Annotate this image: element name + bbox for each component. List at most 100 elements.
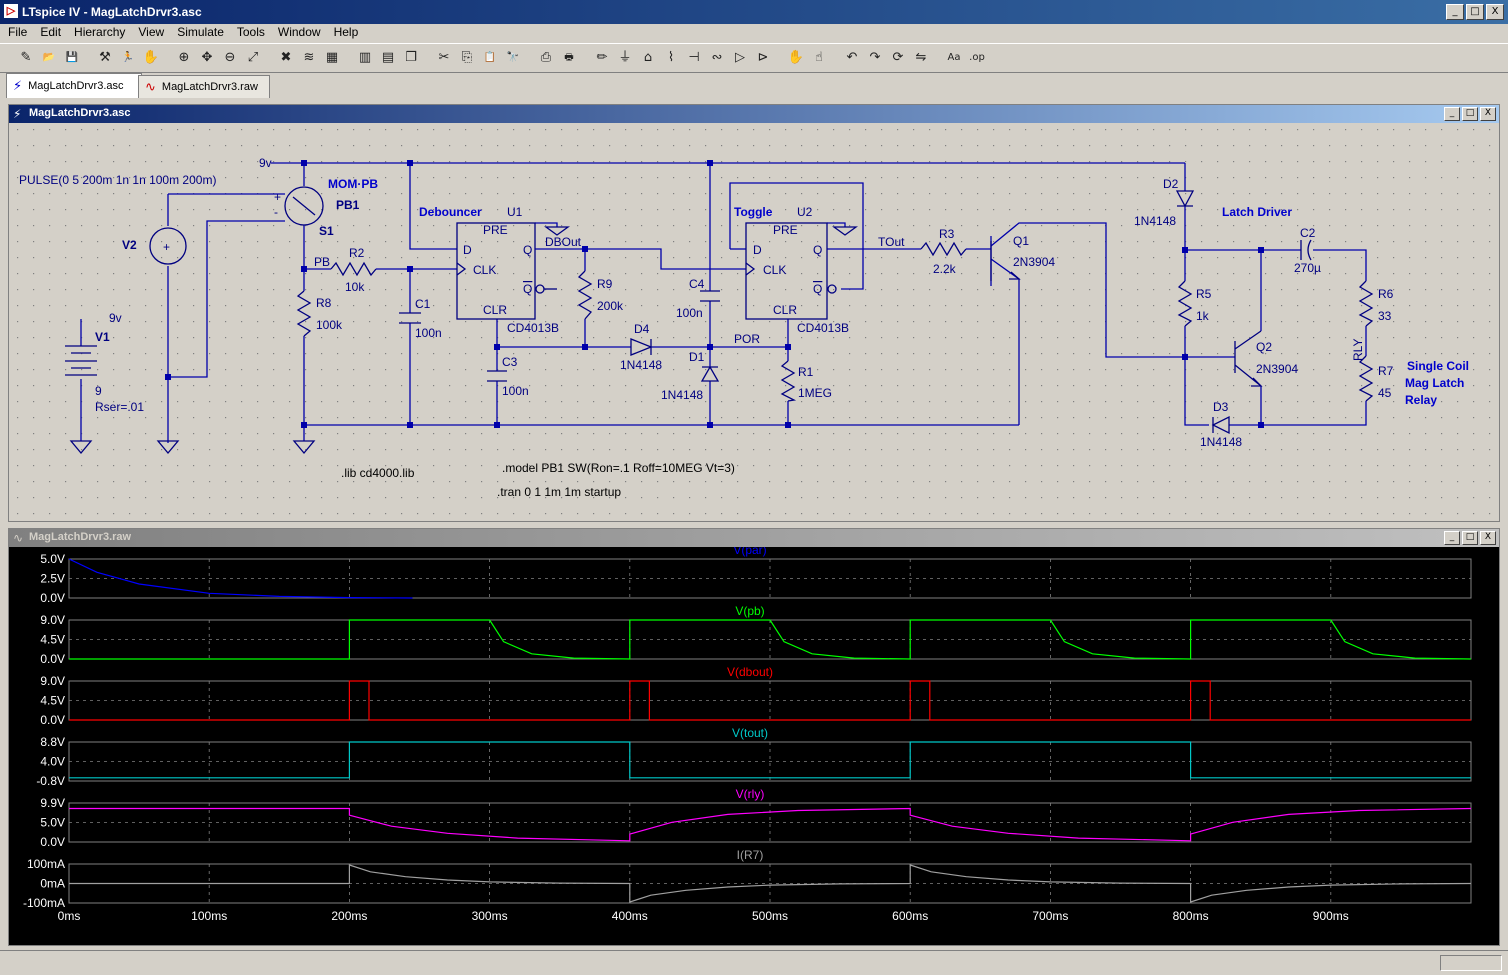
y-tick-label: 5.0V [40, 552, 65, 566]
cascade-icon[interactable]: ❐ [405, 50, 417, 65]
net-pb: PB [314, 255, 330, 269]
tab-waveform-label: MagLatchDrvr3.raw [161, 81, 258, 93]
x-tick-label: 300ms [472, 909, 508, 923]
mirror-icon[interactable]: ⇋ [915, 50, 927, 65]
restore-button[interactable]: □ [1466, 4, 1484, 20]
menu-window[interactable]: Window [277, 25, 321, 39]
new-schematic-icon[interactable]: ✎ [20, 50, 32, 65]
paste-icon[interactable]: 📋 [483, 52, 497, 63]
pane-vpb[interactable]: 9.0V4.5V0.0VV(pb) [40, 604, 1472, 666]
tab-waveform[interactable]: ∿ MagLatchDrvr3.raw [138, 75, 270, 98]
control-panel-icon[interactable]: ⚒ [99, 50, 111, 65]
label-q2: Q2 [1256, 340, 1272, 354]
label-9v: 9v [109, 311, 122, 325]
minimize-button[interactable]: _ [1446, 4, 1464, 20]
trace-vdbout [69, 680, 1471, 721]
schematic-canvas[interactable]: PULSE(0 5 200m 1n 1n 100m 200m) V2 + MOM… [9, 123, 1497, 519]
text-icon[interactable]: Aa [947, 52, 961, 63]
toolbar: ✎ 📂 💾 ⚒ 🏃 ✋ ⊕ ✥ ⊖ ⤢ ✖ ≋ ▦ ▥ ▤ ❐ ✂ ⎘ 📋 🔭 ⎙ 🖶 ✏ ⏚ ⌂ ⌇ ⊣ ∾ ▷ ⊳ ✋ ☝ ↶ ↷ ⟳ ⇋ Aa .o… [0, 43, 1508, 73]
resistor-icon[interactable]: ⌇ [667, 50, 675, 65]
value-r5: 1k [1196, 309, 1210, 323]
visible-traces-icon[interactable]: ▦ [325, 50, 339, 65]
close-button[interactable]: X [1486, 4, 1504, 20]
label-u2: U2 [797, 205, 813, 219]
rotate-icon[interactable]: ⟳ [892, 50, 904, 65]
u2-clr: CLR [773, 303, 797, 317]
wave-restore-button[interactable]: □ [1462, 531, 1478, 545]
label-toggle: Toggle [734, 205, 773, 219]
child-restore-button[interactable]: □ [1462, 107, 1478, 121]
y-tick-label: 0.0V [40, 652, 65, 666]
pane-vdbout[interactable]: 9.0V4.5V0.0VV(dbout) [40, 665, 1472, 727]
value-r7: 45 [1378, 386, 1392, 400]
pan-icon[interactable]: ✥ [201, 50, 213, 65]
copy-icon[interactable]: ⎘ [461, 50, 473, 65]
print-setup-icon[interactable]: ⎙ [540, 50, 552, 65]
u1-clr: CLR [483, 303, 507, 317]
move-icon[interactable]: ✋ [787, 50, 805, 65]
menu-file[interactable]: File [8, 25, 28, 39]
cut-icon[interactable]: ✂ [438, 50, 450, 65]
label-c2: C2 [1300, 226, 1316, 240]
halt-icon[interactable]: ✋ [142, 50, 160, 65]
waveform-icon: ∿ [145, 79, 156, 95]
wave-minimize-button[interactable]: _ [1444, 531, 1460, 545]
pane-vrly[interactable]: 9.9V5.0V0.0VV(rly) [40, 787, 1472, 849]
tile-horizontal-icon[interactable]: ▤ [381, 50, 395, 65]
ground-icon[interactable]: ⏚ [618, 50, 632, 65]
undo-icon[interactable]: ↶ [846, 50, 858, 65]
find-icon[interactable]: 🔭 [506, 52, 520, 63]
pane-vpar[interactable]: 5.0V2.5V0.0VV(par) [40, 547, 1472, 605]
print-icon[interactable]: 🖶 [564, 52, 574, 63]
value-v1: 9 [95, 384, 102, 398]
schematic-icon: ⚡ [13, 107, 22, 121]
switch-minus: - [274, 205, 278, 219]
cancel-zoom-icon[interactable]: ✖ [280, 50, 292, 65]
x-tick-label: 100ms [191, 909, 227, 923]
diode-icon[interactable]: ▷ [735, 50, 745, 65]
redo-icon[interactable]: ↷ [869, 50, 881, 65]
value-d3: 1N4148 [1200, 435, 1242, 449]
label-r5: R5 [1196, 287, 1212, 301]
tile-vertical-icon[interactable]: ▥ [358, 50, 372, 65]
menu-help[interactable]: Help [333, 25, 359, 39]
tab-schematic[interactable]: ⚡ MagLatchDrvr3.asc [6, 73, 142, 98]
u1-d: D [463, 243, 472, 257]
child-close-button[interactable]: X [1480, 107, 1496, 121]
pane-vtout[interactable]: 8.8V4.0V-0.8VV(tout) [36, 726, 1472, 788]
autorange-icon[interactable]: ≋ [303, 50, 315, 65]
zoom-in-icon[interactable]: ⊕ [178, 50, 190, 65]
zoom-out-icon[interactable]: ⊖ [224, 50, 236, 65]
wave-close-button[interactable]: X [1480, 531, 1496, 545]
label-r7: R7 [1378, 364, 1394, 378]
menu-simulate[interactable]: Simulate [177, 25, 224, 39]
label-net-icon[interactable]: ⌂ [643, 50, 653, 65]
menu-tools[interactable]: Tools [236, 25, 265, 39]
inductor-icon[interactable]: ∾ [711, 50, 723, 65]
spice-directive-icon[interactable]: .op [969, 52, 985, 63]
run-icon[interactable]: 🏃 [121, 52, 135, 63]
drag-icon[interactable]: ☝ [815, 50, 823, 65]
y-tick-label: 9.0V [40, 674, 65, 688]
trace-name: V(tout) [732, 726, 768, 740]
u2-q: Q [813, 243, 822, 257]
zoom-full-icon[interactable]: ⤢ [247, 50, 259, 65]
save-icon[interactable]: 💾 [65, 52, 79, 63]
x-tick-label: 400ms [612, 909, 648, 923]
value-r1: 1MEG [798, 386, 832, 400]
y-tick-label: 4.0V [40, 755, 65, 769]
y-tick-label: 0.0V [40, 835, 65, 849]
capacitor-icon[interactable]: ⊣ [688, 50, 700, 65]
label-latch-driver: Latch Driver [1222, 205, 1292, 219]
component-icon[interactable]: ⊳ [757, 50, 769, 65]
draw-wire-icon[interactable]: ✏ [596, 50, 608, 65]
waveform-plot[interactable]: 5.0V2.5V0.0VV(par)9.0V4.5V0.0VV(pb)9.0V4… [9, 547, 1497, 943]
menu-edit[interactable]: Edit [40, 25, 62, 39]
child-minimize-button[interactable]: _ [1444, 107, 1460, 121]
menu-view[interactable]: View [138, 25, 165, 39]
open-icon[interactable]: 📂 [42, 52, 56, 63]
menu-hierarchy[interactable]: Hierarchy [74, 25, 126, 39]
